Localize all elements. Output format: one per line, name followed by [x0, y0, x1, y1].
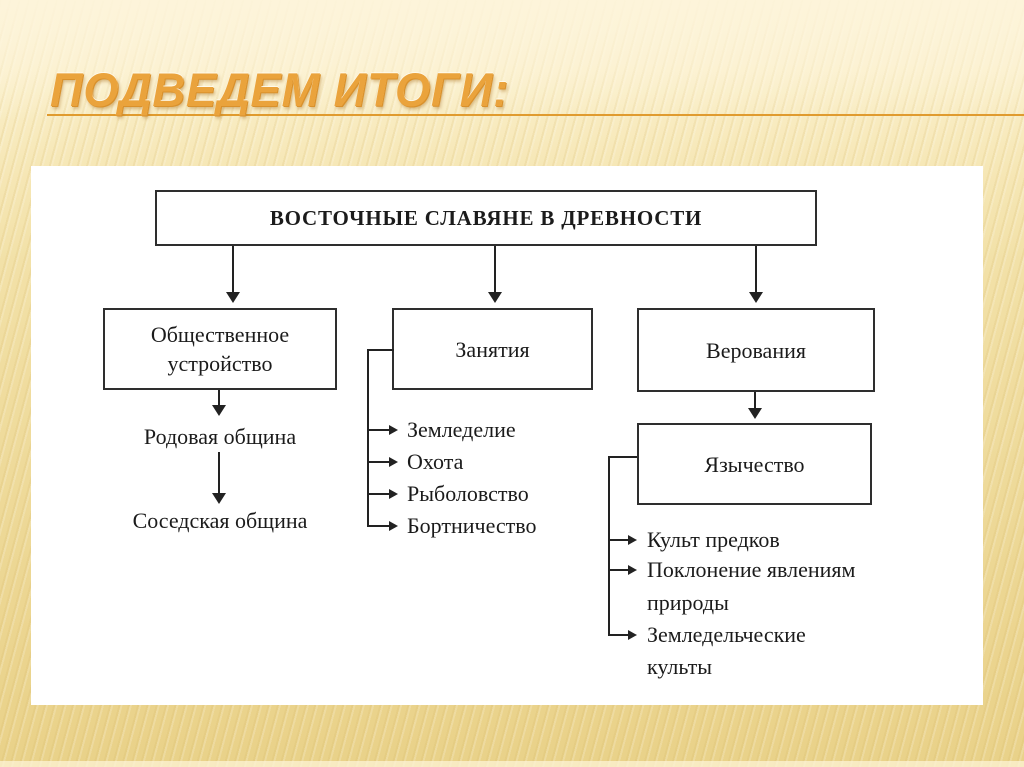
occupations-label: Занятия	[455, 336, 530, 362]
bottom-edge-strip	[0, 761, 1024, 767]
occupation-item: Бортничество	[407, 513, 537, 538]
beliefs-box: Верования	[637, 308, 875, 392]
root-box-label: ВОСТОЧНЫЕ СЛАВЯНЕ В ДРЕВНОСТИ	[269, 205, 703, 230]
arrow-right-icon	[367, 457, 398, 467]
occupation-item: Охота	[407, 449, 464, 474]
paganism-box: Язычество	[637, 423, 872, 505]
arrow-right-icon	[367, 489, 398, 499]
neighbor-community-label: Соседская община	[132, 508, 308, 533]
belief-item: Культ предков	[647, 527, 780, 552]
arrow-down-icon	[212, 452, 226, 504]
arrow-right-icon	[367, 521, 398, 531]
belief-item: Земледельческие культы	[647, 622, 806, 679]
arrow-right-icon	[367, 425, 398, 435]
arrow-down-icon	[748, 392, 762, 419]
connector-line	[608, 456, 637, 458]
clan-community-label: Родовая община	[143, 424, 297, 449]
occupation-item: Земледелие	[407, 417, 516, 442]
occupations-box: Занятия	[392, 308, 593, 390]
social-structure-box: Общественное устройство	[103, 308, 337, 390]
arrow-right-icon	[608, 565, 637, 575]
connector-line	[367, 349, 369, 527]
arrow-down-icon	[226, 246, 240, 303]
arrow-down-icon	[749, 246, 763, 303]
connector-line	[367, 349, 394, 351]
page-title: ПОДВЕДЕМ ИТОГИ:	[50, 63, 510, 116]
paganism-label: Язычество	[704, 451, 805, 477]
connector-line	[608, 456, 610, 636]
arrow-right-icon	[608, 535, 637, 545]
occupation-item: Рыболовство	[407, 481, 529, 506]
arrow-down-icon	[488, 246, 502, 303]
beliefs-label: Верования	[706, 337, 806, 363]
arrow-down-icon	[212, 390, 226, 416]
belief-item: Поклонение явлениям природы	[647, 557, 856, 615]
arrow-right-icon	[608, 630, 637, 640]
social-structure-label: Общественное устройство	[150, 322, 290, 376]
root-box: ВОСТОЧНЫЕ СЛАВЯНЕ В ДРЕВНОСТИ	[155, 190, 817, 246]
